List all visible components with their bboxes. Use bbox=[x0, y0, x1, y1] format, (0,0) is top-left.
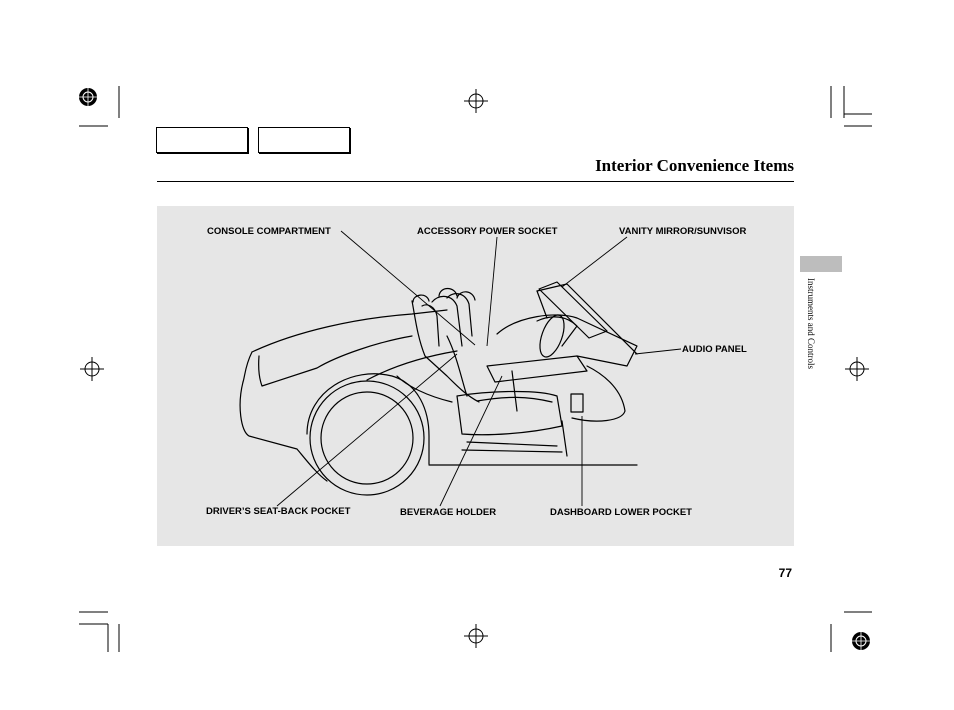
label-drivers-seat-back-pocket: DRIVER’S SEAT-BACK POCKET bbox=[206, 506, 351, 517]
label-audio-panel: AUDIO PANEL bbox=[682, 344, 747, 355]
nav-tab-box-1[interactable] bbox=[156, 127, 248, 153]
title-divider bbox=[157, 181, 794, 182]
section-tab-label: Instruments and Controls bbox=[806, 278, 816, 369]
label-dashboard-lower-pocket: DASHBOARD LOWER POCKET bbox=[550, 507, 692, 518]
label-console-compartment: CONSOLE COMPARTMENT bbox=[207, 226, 331, 237]
section-tab[interactable] bbox=[800, 256, 842, 272]
label-vanity-mirror-sunvisor: VANITY MIRROR/SUNVISOR bbox=[619, 226, 747, 237]
label-accessory-power-socket: ACCESSORY POWER SOCKET bbox=[417, 226, 558, 237]
nav-tab-box-2[interactable] bbox=[258, 127, 350, 153]
page-number: 77 bbox=[778, 566, 792, 580]
label-beverage-holder: BEVERAGE HOLDER bbox=[400, 507, 497, 518]
page-title: Interior Convenience Items bbox=[595, 156, 794, 175]
figure-panel: CONSOLE COMPARTMENT ACCESSORY POWER SOCK… bbox=[157, 206, 794, 546]
car-interior-illustration bbox=[239, 230, 682, 507]
